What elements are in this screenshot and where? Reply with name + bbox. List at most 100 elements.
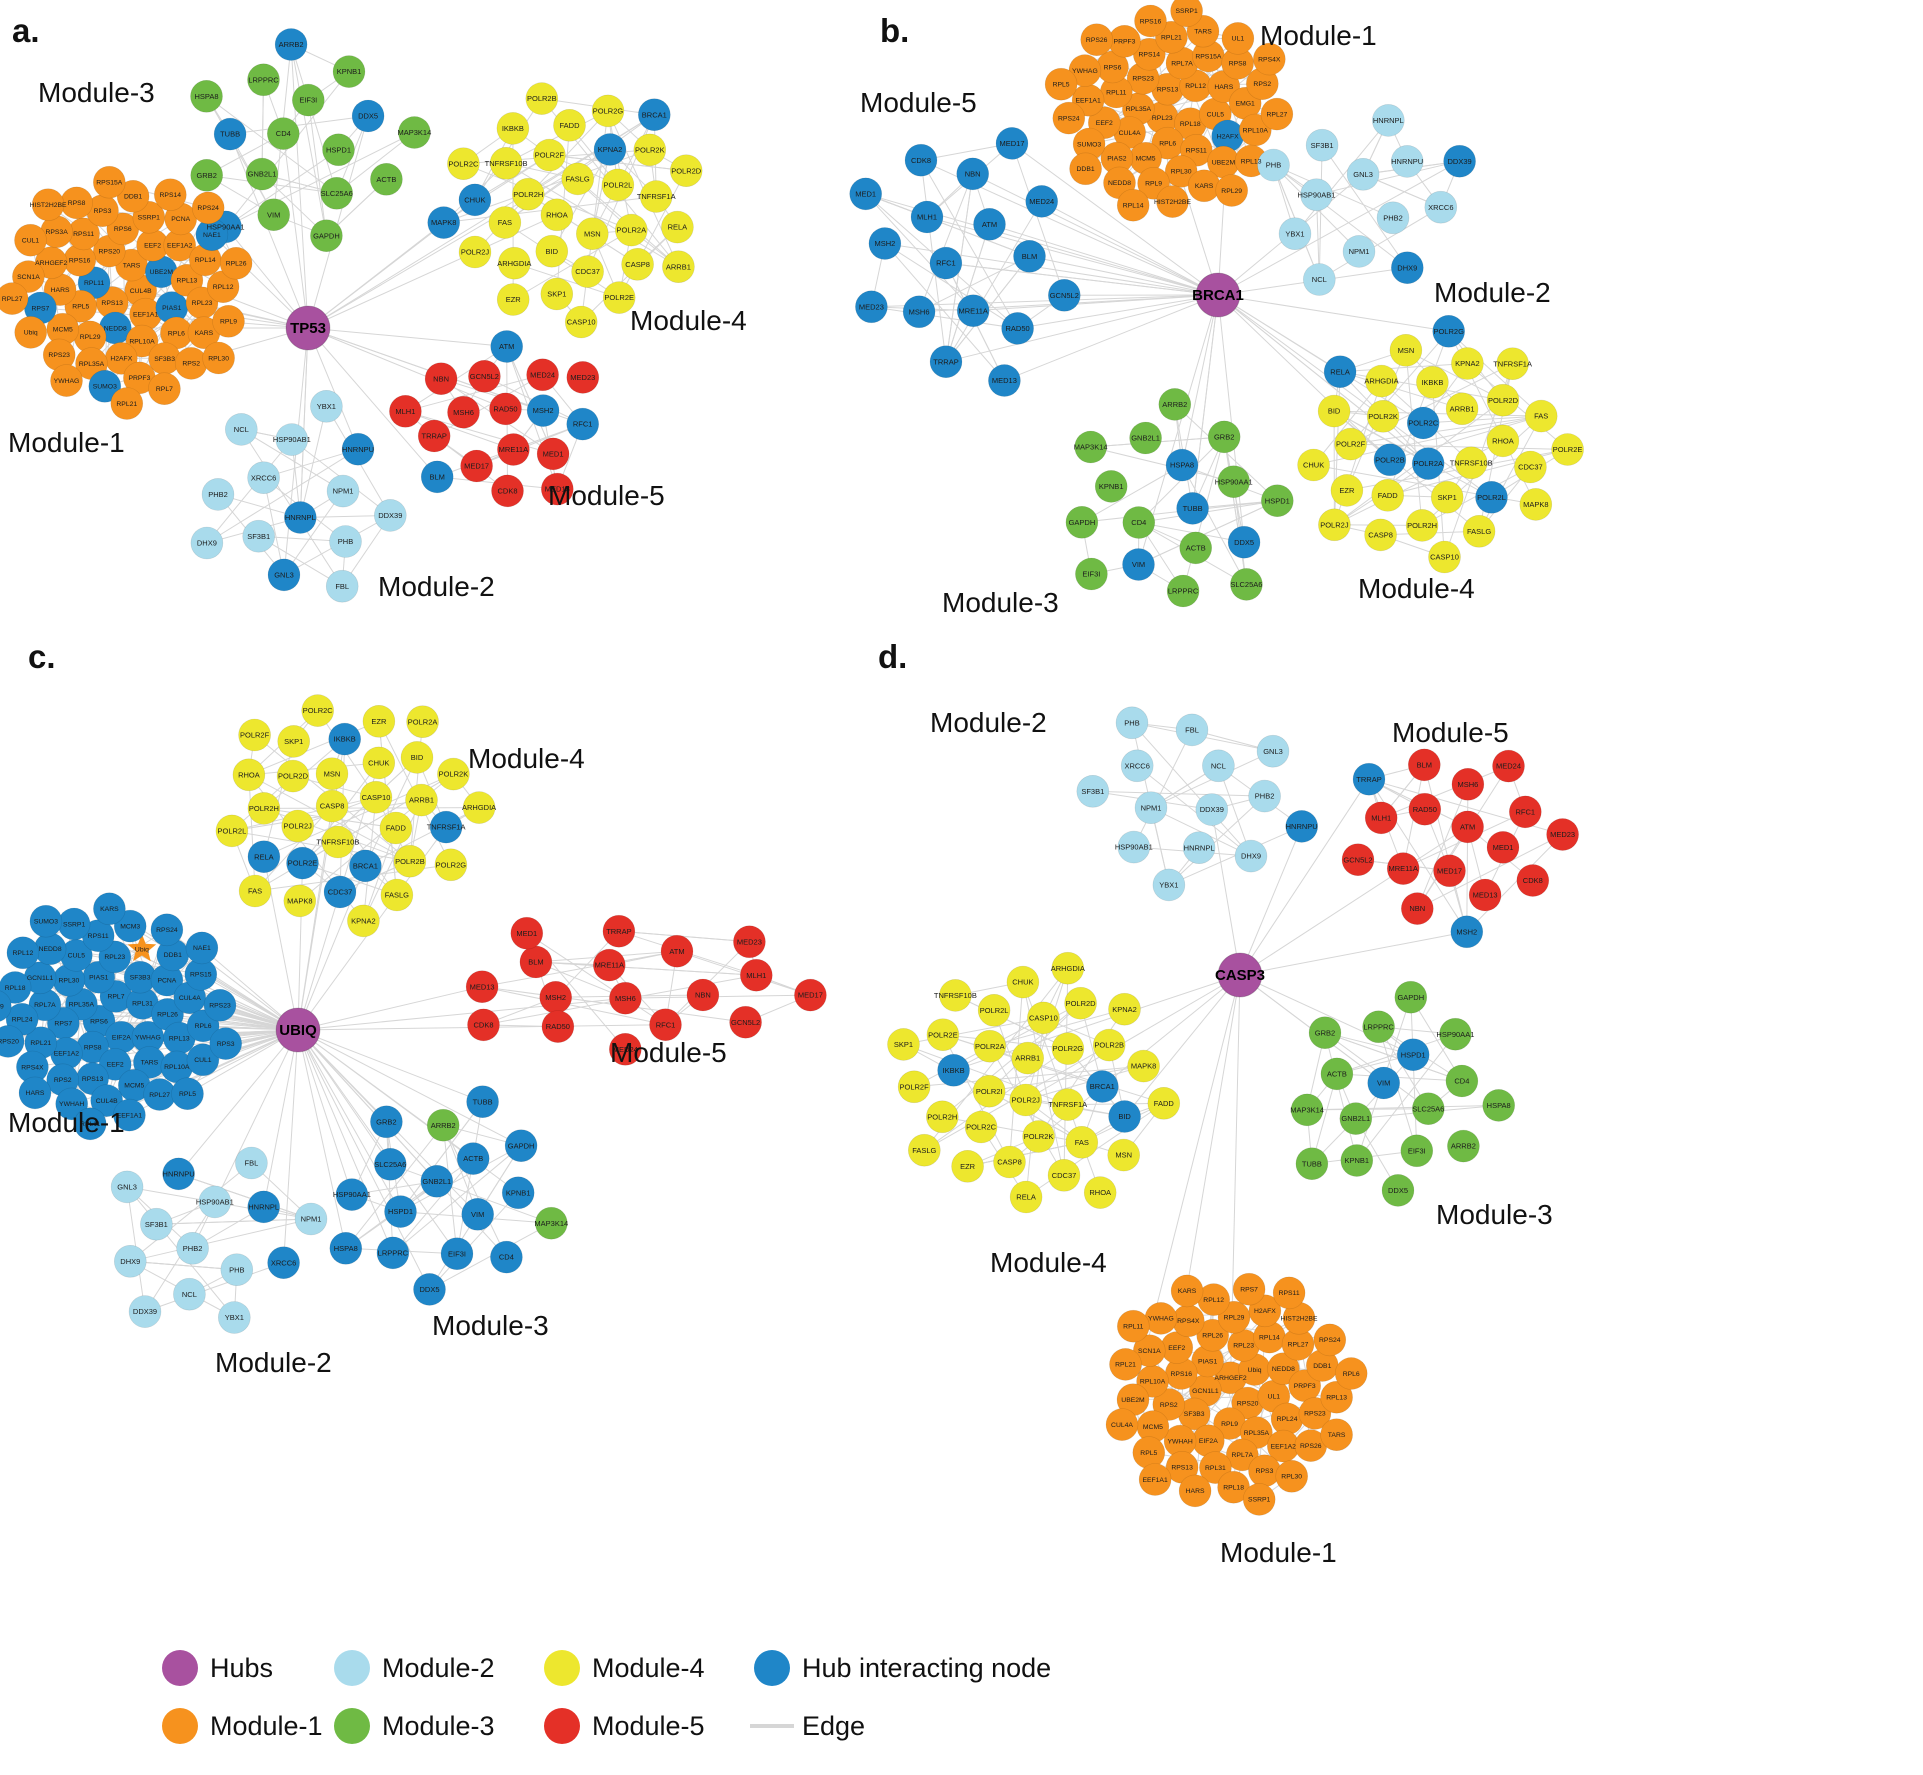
edge — [1324, 1032, 1358, 1161]
node-kars — [93, 892, 126, 926]
node-sf3b1 — [1305, 128, 1339, 162]
node-msh2 — [539, 980, 573, 1014]
node-grb2 — [1207, 420, 1241, 454]
node-mapk8 — [1127, 1049, 1160, 1083]
node-rps14 — [154, 178, 187, 211]
node-polr2a — [973, 1029, 1007, 1063]
hub-tp53 — [285, 305, 331, 351]
node-actb — [456, 1142, 490, 1175]
node-tnfrsf10b — [321, 825, 355, 859]
module-label-a-module-5: Module-5 — [548, 480, 665, 511]
node-rpl11 — [1117, 1309, 1150, 1343]
node-phb — [329, 525, 362, 558]
node-lrpprc — [1362, 1010, 1395, 1044]
hub-edge — [297, 1029, 430, 1290]
node-faslg — [380, 878, 414, 912]
module-label-a-module-1: Module-1 — [8, 427, 125, 458]
node-cul1 — [186, 1043, 220, 1077]
edge — [365, 807, 480, 867]
node-ddx39 — [373, 499, 407, 532]
edge — [476, 423, 583, 467]
node-msh6 — [447, 395, 480, 429]
node-rps16 — [1134, 4, 1167, 38]
edge — [1131, 722, 1252, 857]
edge — [918, 255, 1030, 313]
edge — [1350, 330, 1450, 445]
module-label-c-module-2: Module-2 — [215, 1347, 332, 1378]
node-eef1a1 — [113, 1098, 146, 1132]
edge — [336, 132, 415, 194]
node-slc25a6 — [320, 177, 354, 210]
module-label-d-module-3: Module-3 — [1436, 1199, 1553, 1230]
node-hist2h2be — [31, 188, 65, 221]
node-msh2 — [1450, 915, 1484, 949]
hub-edge — [1101, 974, 1241, 1087]
edge — [884, 243, 1005, 381]
edge — [440, 378, 544, 412]
hub-edge — [1025, 974, 1241, 1101]
node-rpl14 — [1116, 188, 1150, 222]
node-chuk — [1297, 448, 1330, 482]
edge — [1381, 765, 1509, 819]
node-hsp90ab1 — [1300, 178, 1333, 211]
node-map3k14 — [534, 1206, 568, 1240]
node-nedd8 — [33, 932, 67, 966]
node-ezr — [496, 283, 530, 316]
node-gnl3 — [1346, 158, 1380, 191]
node-gcn5l2 — [1048, 278, 1081, 312]
node-prpf3 — [1108, 24, 1141, 58]
node-med1 — [1486, 831, 1520, 864]
node-ubiq — [127, 934, 157, 962]
node-msh2 — [868, 227, 902, 260]
node-kars — [1187, 169, 1221, 203]
edge — [481, 986, 666, 1026]
node-lrpprc — [1166, 574, 1200, 608]
node-trrap — [602, 914, 636, 948]
hub-casp3 — [1217, 952, 1263, 998]
hub-label-brca1: BRCA1 — [1192, 287, 1244, 304]
edge — [1009, 1086, 1103, 1163]
node-gnl3 — [110, 1170, 144, 1204]
node-polr2d — [1064, 986, 1097, 1020]
node-polr2l — [215, 814, 249, 848]
node-ncl — [173, 1277, 206, 1311]
node-actb — [1179, 531, 1212, 565]
node-trrap — [417, 419, 451, 453]
node-skp1 — [887, 1028, 920, 1061]
node-rfc1 — [1509, 795, 1542, 829]
node-tnfrsf1a — [639, 180, 673, 213]
edge — [1138, 500, 1278, 565]
node-rela — [1323, 355, 1357, 389]
node-trrap — [1352, 762, 1386, 796]
node-polr2c — [447, 147, 480, 180]
node-tubb — [213, 117, 247, 151]
node-fadd — [1371, 478, 1404, 512]
node-xrcc6 — [267, 1246, 300, 1279]
edge — [362, 799, 422, 922]
node-mapk8 — [1519, 488, 1553, 521]
node-polr2k — [1022, 1120, 1055, 1153]
node-mre11a — [1386, 852, 1420, 885]
node-bid — [400, 741, 434, 774]
edge — [1340, 363, 1468, 373]
node-rhoa — [1083, 1176, 1117, 1209]
hub-edge — [1239, 931, 1467, 976]
node-med24 — [1025, 185, 1058, 218]
node-map3k14 — [1290, 1093, 1324, 1127]
edge — [618, 930, 750, 943]
node-polr2k — [437, 757, 470, 791]
node-rhoa — [1486, 424, 1520, 458]
node-rps7 — [1232, 1272, 1266, 1306]
node-arrb2 — [1447, 1129, 1480, 1163]
node-polr2h — [511, 177, 545, 211]
node-polr2e — [286, 846, 319, 880]
edge — [225, 149, 339, 228]
node-rpl5 — [1044, 67, 1078, 101]
node-mapk8 — [427, 206, 461, 239]
edge — [989, 1008, 1125, 1047]
node-rpl27 — [0, 282, 29, 315]
edge — [290, 44, 338, 194]
edge — [1339, 371, 1463, 410]
node-polr2b — [525, 82, 559, 115]
node-msh6 — [1451, 767, 1485, 801]
